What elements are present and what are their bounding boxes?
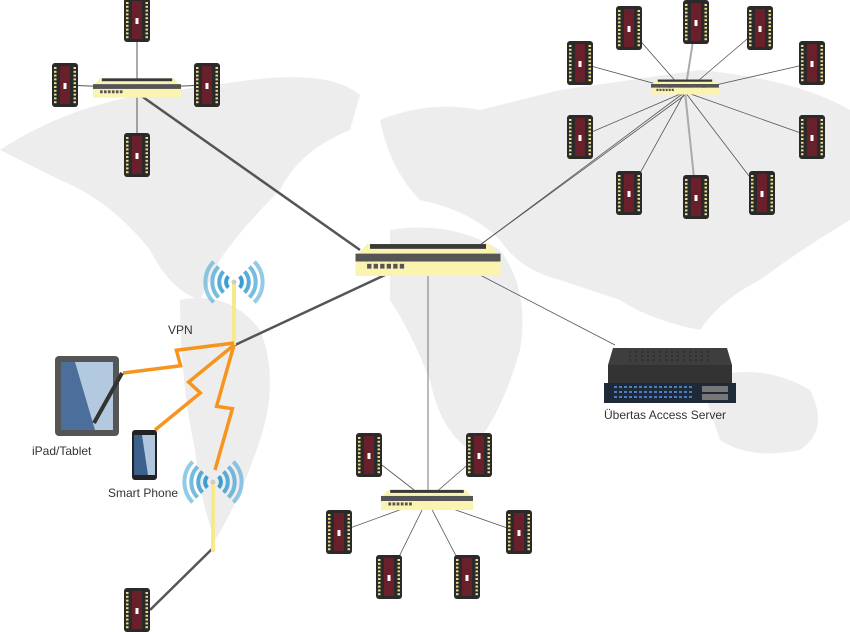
tablet-icon: [55, 356, 124, 436]
controller-ne-1: [616, 6, 642, 50]
access-server: [604, 348, 736, 403]
smartphone-icon: [132, 430, 157, 480]
controller-ne-5: [799, 41, 825, 85]
wireless-ap-2: [182, 460, 244, 552]
core-switch: [355, 244, 501, 276]
controller-s-4: [506, 510, 532, 554]
phone-label: Smart Phone: [108, 486, 179, 500]
link-core-nw: [139, 93, 361, 252]
stylus-icon: [92, 372, 124, 424]
switch-s: [381, 489, 473, 511]
link-core-ap1: [234, 273, 386, 347]
controller-s-3: [326, 510, 352, 554]
controller-nw-4: [124, 133, 150, 177]
controller-ne-2: [683, 0, 709, 44]
controller-link: [579, 91, 686, 138]
vpn-label: VPN: [168, 323, 193, 337]
wireless-ap-1: [203, 260, 265, 345]
vpn-link-phone: [153, 343, 236, 432]
controller-ne-10: [749, 171, 775, 215]
controller-ap2: [124, 588, 150, 632]
switch-ne: [651, 79, 719, 95]
controller-s-6: [454, 555, 480, 599]
vpn-link-ap2: [213, 344, 236, 471]
controller-nw-1: [124, 0, 150, 42]
controller-nw-2: [52, 63, 78, 107]
controller-ne-6: [567, 115, 593, 159]
controller-nw-3: [194, 63, 220, 107]
controller-s-1: [356, 433, 382, 477]
wifi-waves-icon: [203, 260, 265, 304]
controller-ne-8: [616, 171, 642, 215]
vpn-link-tablet: [122, 341, 235, 375]
switch-nw: [93, 78, 181, 98]
wifi-waves-icon: [182, 460, 244, 504]
server-label: Übertas Access Server: [604, 408, 727, 422]
link-ap2-controller: [149, 547, 214, 611]
controller-s-2: [466, 433, 492, 477]
link-core-ne: [479, 94, 686, 246]
controller-ne-9: [683, 175, 709, 219]
controller-ne-7: [799, 115, 825, 159]
controller-link: [684, 91, 813, 138]
controller-ne-4: [567, 41, 593, 85]
tablet-label: iPad/Tablet: [32, 444, 92, 458]
controller-link: [479, 91, 686, 246]
link-core-server: [479, 274, 616, 346]
controller-s-5: [376, 555, 402, 599]
controller-ne-3: [747, 6, 773, 50]
